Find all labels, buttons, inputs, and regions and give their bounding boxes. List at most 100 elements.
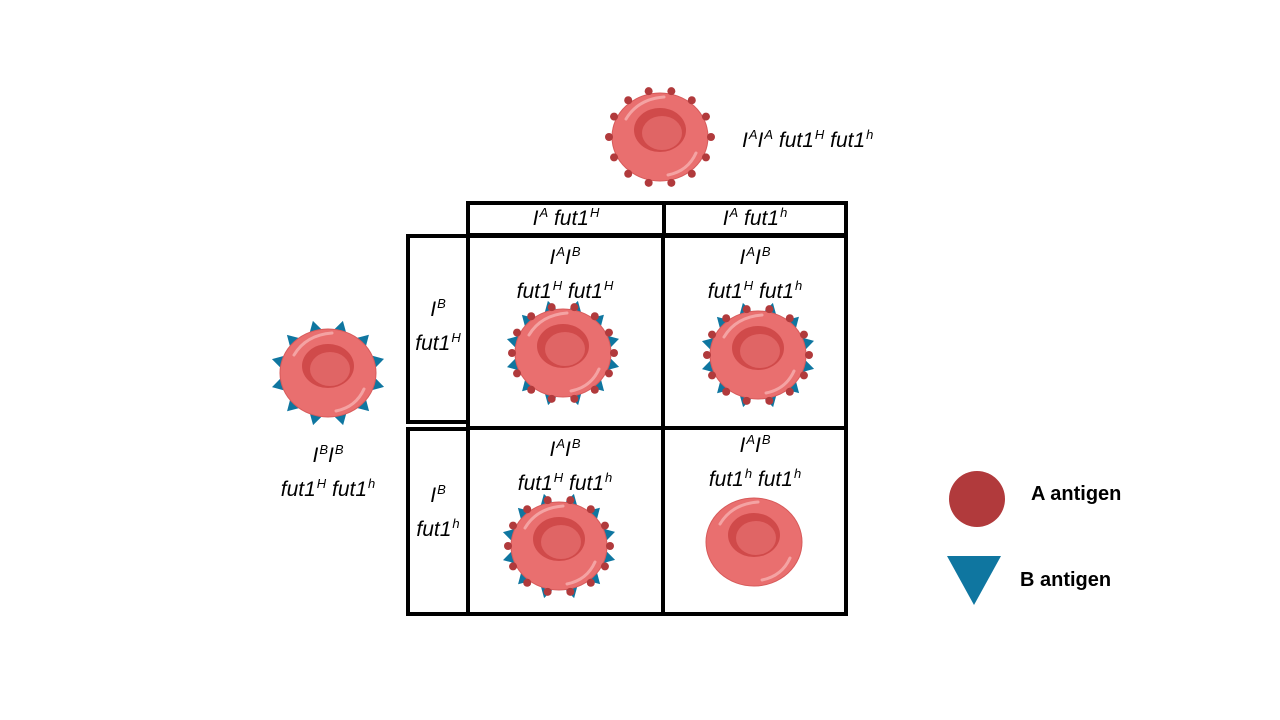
offspring-3-line1: IAIB <box>549 436 581 461</box>
cell-center <box>545 332 585 366</box>
offspring-4-cell <box>705 497 803 587</box>
a-antigen-dot <box>509 562 518 571</box>
a-antigen-dot <box>566 587 575 596</box>
a-antigen-dot <box>742 305 751 314</box>
parent-top-genotype: IAIA fut1H fut1h <box>742 127 874 152</box>
a-antigen-dot <box>610 112 619 121</box>
a-antigen-dot <box>765 305 774 314</box>
parent-left-genotype-line2: fut1H fut1h <box>280 476 376 501</box>
a-antigen-dot <box>722 314 731 323</box>
col-header-1-text: IA fut1H <box>532 205 600 230</box>
a-antigen-dot <box>765 396 774 405</box>
row-header-1-line1: IB <box>430 296 446 321</box>
offspring-2-genotype: IAIB fut1H fut1h <box>662 242 848 310</box>
row-header-2-line2: fut1h <box>416 516 460 541</box>
cell-highlight <box>523 504 565 530</box>
a-antigen-dot <box>605 133 613 141</box>
a-antigen-dot <box>547 303 556 312</box>
a-antigen-dot <box>610 349 618 357</box>
a-antigen-dot <box>610 153 619 162</box>
a-antigen-dot <box>527 312 536 321</box>
a-antigen-dot <box>799 371 808 380</box>
cell-highlight <box>666 151 698 177</box>
cell-highlight <box>292 331 334 357</box>
a-antigen-dot <box>606 542 614 550</box>
a-antigen-dot <box>687 96 696 105</box>
a-antigen-dot <box>742 396 751 405</box>
cell-highlight <box>565 560 597 586</box>
cell-center <box>310 352 350 386</box>
cell-highlight <box>334 387 366 413</box>
b-antigen-legend-triangle <box>947 556 1001 605</box>
offspring-3-genotype: IAIB fut1H fut1h <box>466 434 664 502</box>
row-header-1-line2: fut1H <box>415 330 461 355</box>
a-antigen-dot <box>527 385 536 394</box>
b-antigen-legend-icon <box>947 556 1001 605</box>
row-header-2-line1: IB <box>430 482 446 507</box>
offspring-2-line1: IAIB <box>739 244 771 269</box>
a-antigen-dot <box>504 542 512 550</box>
a-antigen-legend-circle <box>949 471 1005 527</box>
cell-highlight <box>624 95 666 121</box>
offspring-2-line2: fut1H fut1h <box>707 278 803 303</box>
cell-highlight <box>718 500 760 526</box>
a-antigen-dot <box>799 330 808 339</box>
a-antigen-legend-icon <box>949 471 1005 527</box>
a-antigen-dot <box>644 87 653 96</box>
cell-highlight <box>764 369 796 395</box>
a-antigen-dot <box>570 303 579 312</box>
a-antigen-dot <box>785 314 794 323</box>
a-antigen-dot <box>566 496 575 505</box>
a-antigen-dot <box>624 169 633 178</box>
offspring-4-line1: IAIB <box>739 432 771 457</box>
b-antigen-legend-label: B antigen <box>1020 569 1112 591</box>
offspring-4-line2: fut1h fut1h <box>708 466 802 491</box>
offspring-1-line1: IAIB <box>549 244 581 269</box>
a-antigen-dot <box>600 521 609 530</box>
a-antigen-dot <box>667 87 676 96</box>
parent-top-cell <box>605 87 715 187</box>
a-antigen-dot <box>805 351 813 359</box>
a-antigen-dot <box>523 505 532 514</box>
offspring-3-line2: fut1H fut1h <box>517 470 613 495</box>
cell-highlight <box>722 313 764 339</box>
parent-left-genotype-line1: IBIB <box>312 442 344 467</box>
a-antigen-dot <box>513 328 522 337</box>
a-antigen-dot <box>667 178 676 187</box>
a-antigen-dot <box>624 96 633 105</box>
a-antigen-dot <box>701 112 710 121</box>
punnett-grid <box>466 234 848 616</box>
offspring-2-cell <box>701 302 815 408</box>
a-antigen-dot <box>707 133 715 141</box>
a-antigen-dot <box>547 394 556 403</box>
cell-highlight <box>760 556 792 582</box>
cell-center <box>642 116 682 150</box>
a-antigen-dot <box>708 330 717 339</box>
a-antigen-legend-label: A antigen <box>1031 483 1122 505</box>
offspring-3-cell <box>502 493 616 599</box>
col-header-2-text: IA fut1h <box>722 205 788 230</box>
cell-highlight <box>569 367 601 393</box>
a-antigen-dot <box>513 369 522 378</box>
a-antigen-dot <box>708 371 717 380</box>
parent-left-genotype: IBIB fut1H fut1h <box>228 440 428 508</box>
a-antigen-dot <box>604 328 613 337</box>
cell-center <box>736 521 776 555</box>
a-antigen-dot <box>508 349 516 357</box>
parent-left-cell <box>271 320 385 426</box>
a-antigen-dot <box>600 562 609 571</box>
a-antigen-dot <box>604 369 613 378</box>
a-antigen-dot <box>687 169 696 178</box>
a-antigen-dot <box>586 505 595 514</box>
a-antigen-dot <box>543 496 552 505</box>
offspring-4-genotype: IAIB fut1h fut1h <box>662 430 848 498</box>
row-header-2-text: IB fut1h <box>406 480 470 548</box>
row-header-1-text: IB fut1H <box>406 294 470 362</box>
a-antigen-dot <box>703 351 711 359</box>
cell-highlight <box>527 311 569 337</box>
a-antigen-dot <box>586 578 595 587</box>
a-antigen-dot <box>570 394 579 403</box>
punnett-grid-vline <box>661 234 665 616</box>
a-antigen-dot <box>590 312 599 321</box>
a-antigen-dot <box>701 153 710 162</box>
